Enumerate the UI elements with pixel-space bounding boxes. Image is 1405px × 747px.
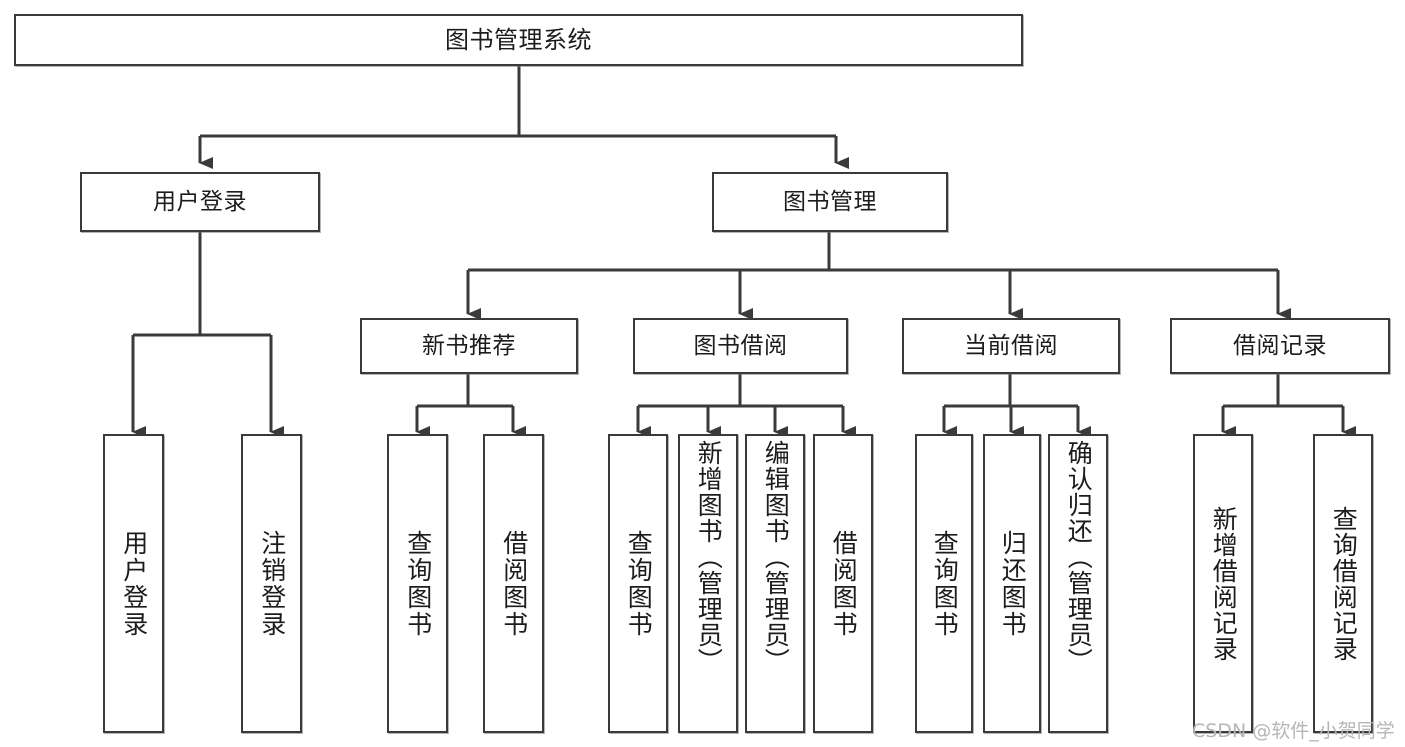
- node-label: 查询图书: [403, 529, 433, 638]
- node-label: 图书管理: [783, 188, 877, 215]
- node-label: 查询借阅记录: [1329, 505, 1359, 662]
- node-label: 查询图书: [624, 529, 654, 638]
- leaf-recommend-borrow-book[interactable]: 借阅图书: [483, 434, 544, 733]
- node-label: 归还图书: [998, 529, 1028, 638]
- node-label: 查询图书: [930, 529, 960, 638]
- leaf-borrow-borrow-book[interactable]: 借阅图书: [813, 434, 873, 733]
- node-label: 图书借阅: [693, 332, 788, 359]
- csdn-watermark: CSDN @软件_小贺同学: [1192, 720, 1395, 742]
- node-label: 用户登录: [153, 188, 247, 215]
- node-book-management[interactable]: 图书管理: [712, 172, 948, 232]
- node-label: 当前借阅: [964, 332, 1058, 359]
- node-book-borrow[interactable]: 图书借阅: [633, 318, 848, 374]
- node-label: 新书推荐: [422, 332, 516, 359]
- leaf-borrow-query-book[interactable]: 查询图书: [608, 434, 668, 733]
- node-user-login[interactable]: 用户登录: [80, 172, 320, 232]
- node-label: 编辑图书（管理员）: [761, 440, 791, 674]
- node-label: 新增图书（管理员）: [694, 440, 724, 674]
- leaf-recommend-query-book[interactable]: 查询图书: [387, 434, 448, 733]
- node-new-book-recommend[interactable]: 新书推荐: [360, 318, 578, 374]
- node-label: 图书管理系统: [445, 26, 592, 54]
- leaf-borrow-add-book[interactable]: 新增图书（管理员）: [678, 434, 738, 733]
- leaf-user-login-logout[interactable]: 注销登录: [241, 434, 302, 733]
- node-label: 注销登录: [257, 529, 287, 638]
- leaf-borrow-edit-book[interactable]: 编辑图书（管理员）: [745, 434, 805, 733]
- leaf-record-query-record[interactable]: 查询借阅记录: [1313, 434, 1373, 733]
- leaf-current-confirm-return[interactable]: 确认归还（管理员）: [1048, 434, 1108, 733]
- leaf-user-login-login[interactable]: 用户登录: [103, 434, 164, 733]
- node-label: 借阅图书: [829, 529, 859, 638]
- leaf-current-return-book[interactable]: 归还图书: [983, 434, 1041, 733]
- node-root-system[interactable]: 图书管理系统: [14, 14, 1023, 66]
- node-label: 借阅图书: [499, 529, 529, 638]
- node-label: 新增借阅记录: [1209, 505, 1239, 662]
- node-current-borrow[interactable]: 当前借阅: [902, 318, 1120, 374]
- node-label: 用户登录: [119, 529, 149, 638]
- leaf-current-query-book[interactable]: 查询图书: [915, 434, 973, 733]
- node-label: 借阅记录: [1233, 332, 1327, 359]
- leaf-record-add-record[interactable]: 新增借阅记录: [1193, 434, 1253, 733]
- node-borrow-record[interactable]: 借阅记录: [1170, 318, 1390, 374]
- node-label: 确认归还（管理员）: [1064, 440, 1094, 674]
